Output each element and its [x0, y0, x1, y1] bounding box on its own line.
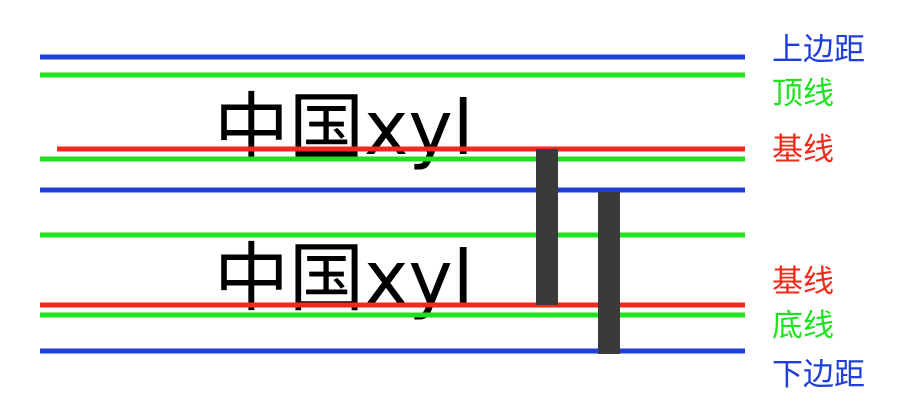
line-height-bar: [598, 192, 620, 354]
baseline-distance-bar: [536, 149, 558, 305]
label-bottom-line: 底线: [772, 308, 834, 344]
label-top-margin: 上边距: [772, 32, 865, 68]
sample-text-lower: 中国xyl: [214, 234, 474, 322]
label-baseline-1: 基线: [772, 132, 834, 168]
label-top-line: 顶线: [772, 76, 834, 112]
label-bottom-margin: 下边距: [772, 357, 865, 393]
label-baseline-2: 基线: [772, 264, 834, 300]
